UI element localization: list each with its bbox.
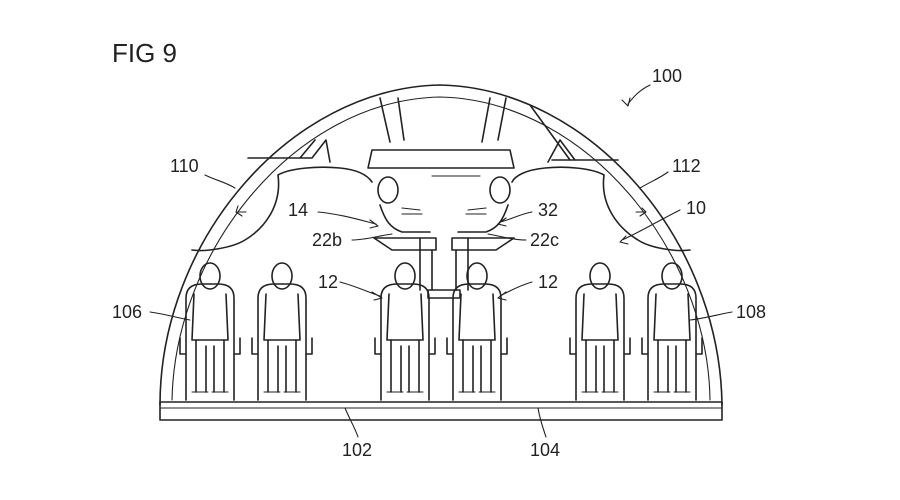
leader-12b (497, 281, 533, 301)
seat-row-right (569, 262, 703, 401)
label-106: 106 (112, 302, 142, 322)
label-22c: 22c (530, 230, 559, 250)
label-32: 32 (538, 200, 558, 220)
ceiling-strut-left (379, 97, 405, 143)
label-10: 10 (686, 198, 706, 218)
label-112: 112 (672, 156, 701, 176)
upper-seat-pedestal (427, 289, 461, 299)
leader-14 (317, 211, 379, 229)
leader-108 (689, 311, 733, 321)
leader-102 (344, 407, 359, 438)
label-22b: 22b (312, 230, 342, 250)
label-110: 110 (170, 156, 199, 176)
figure-title: FIG 9 (112, 38, 177, 68)
leader-104 (537, 407, 547, 438)
leader-12a (339, 281, 383, 301)
leader-10 (619, 209, 681, 245)
leader-112 (639, 171, 669, 189)
fuselage-inner-arc (171, 96, 711, 401)
bin-arrow-right (635, 207, 647, 217)
cabin-floor (159, 401, 723, 421)
ceiling-strut-right (481, 97, 507, 143)
label-12-center-left: 12 (318, 272, 338, 292)
overhead-bin-left (191, 166, 373, 252)
label-12-center-right: 12 (538, 272, 558, 292)
upper-passenger-right (451, 176, 515, 291)
leader-106 (149, 311, 191, 321)
leader-32 (497, 211, 533, 227)
upper-panel-right (529, 104, 619, 163)
upper-panel-left (247, 139, 331, 163)
label-14: 14 (288, 200, 308, 220)
label-108: 108 (736, 302, 766, 322)
leader-22b (351, 233, 393, 241)
upper-passenger-left (373, 176, 437, 291)
seat-row-center (374, 262, 508, 401)
label-104: 104 (530, 440, 560, 460)
overhead-bin-right (511, 166, 691, 252)
bin-arrow-left (235, 205, 247, 217)
leader-22c (487, 233, 527, 241)
label-100: 100 (652, 66, 682, 86)
leader-100 (621, 84, 651, 107)
fuselage-outer-arc (159, 84, 723, 406)
label-102: 102 (342, 440, 372, 460)
leader-110 (204, 174, 236, 189)
seat-row-left (179, 262, 313, 401)
upper-deck-frame (367, 149, 515, 169)
